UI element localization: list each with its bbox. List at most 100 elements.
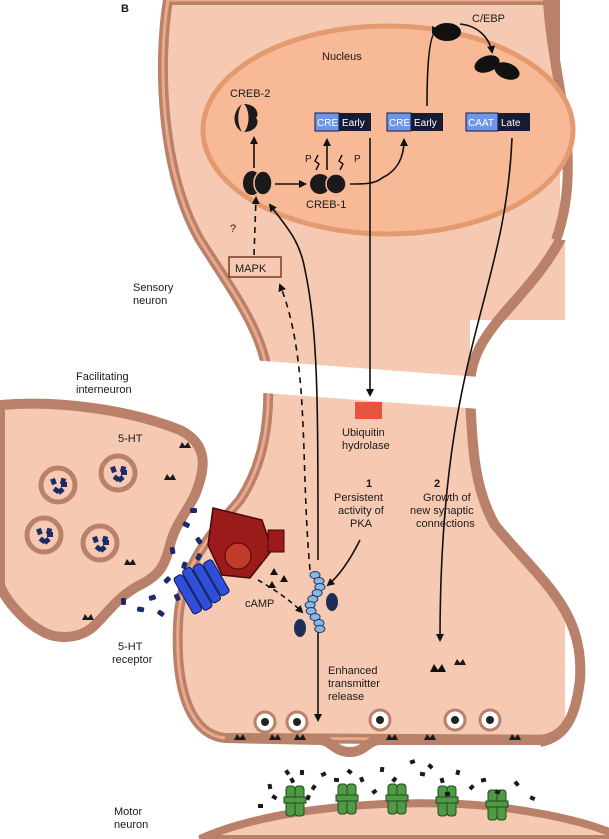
transmitter-molecule	[346, 768, 353, 775]
transmitter-molecule	[333, 777, 340, 783]
serotonin-molecule	[181, 561, 188, 570]
growth-label-2: new synaptic	[410, 505, 474, 517]
membrane-density	[424, 734, 436, 740]
serotonin-molecule	[121, 598, 126, 605]
membrane-density	[164, 474, 176, 480]
transmitter-molecule	[310, 784, 317, 791]
receptor-channel	[485, 789, 509, 821]
creb2-protein	[234, 104, 258, 132]
synaptic-vesicle	[80, 523, 120, 563]
creb2-label: CREB-2	[230, 88, 270, 100]
transmitter-molecule	[267, 783, 273, 790]
pka-label-1: Persistent	[334, 492, 383, 504]
serotonin-molecule	[173, 593, 181, 602]
step2-number: 2	[434, 478, 440, 490]
transmitter-molecule	[258, 804, 263, 808]
transmitter-molecule	[439, 777, 445, 784]
facilitating-label-2: interneuron	[76, 384, 132, 396]
panel-letter: B	[121, 3, 129, 15]
terminal-vesicle	[478, 708, 502, 732]
phospho-label-2: P	[354, 154, 361, 165]
facilitating-interneuron	[0, 398, 208, 642]
serotonin-molecule	[195, 553, 202, 561]
transmitter-molecule	[391, 776, 398, 783]
transmitter-molecule	[359, 776, 365, 783]
membrane-density	[269, 734, 281, 740]
growth-label-3: connections	[416, 518, 475, 530]
active-zone-densities	[82, 442, 521, 740]
phospho-label-1: P	[305, 154, 312, 165]
growth-label-1: Growth of	[423, 492, 472, 504]
pka-subunit	[326, 593, 338, 611]
ubiquitin-label-2: hydrolase	[342, 440, 390, 452]
transmitter-molecule	[289, 777, 296, 784]
gene-stage-label: Early	[342, 118, 365, 129]
pka-bead	[314, 625, 326, 633]
membrane-density	[234, 734, 246, 740]
creb1-label: CREB-1	[306, 199, 346, 211]
serotonin-molecule	[169, 546, 176, 555]
camp-label: cAMP	[245, 598, 274, 610]
cebp-protein	[433, 23, 520, 80]
ubiquitin-hydrolase-box	[355, 402, 382, 419]
transmitter-molecule	[529, 795, 536, 802]
cebp-label: C/EBP	[472, 13, 505, 25]
gene-stage-box	[498, 113, 530, 131]
transmitter-molecule	[284, 769, 291, 776]
transmitter-molecule	[320, 771, 327, 778]
synaptic-cleft-transmitter	[258, 759, 536, 808]
transmitter-molecule	[271, 794, 278, 801]
receptor-channel	[335, 783, 359, 815]
gene-stage-label: Early	[414, 118, 437, 129]
transmitter-molecule	[409, 759, 416, 765]
serotonin-label: 5-HT	[118, 433, 143, 445]
ubiquitin-label-1: Ubiquitin	[342, 427, 385, 439]
pka-bead	[311, 589, 323, 597]
pka-label-3: PKA	[350, 518, 373, 530]
membrane-density	[179, 442, 191, 448]
sensory-label-2: neuron	[133, 295, 167, 307]
terminal-vesicles	[253, 708, 502, 734]
serotonin-receptor	[173, 559, 230, 615]
transmitter-molecule	[468, 784, 475, 791]
serotonin-molecule	[148, 594, 157, 601]
motor-label-2: neuron	[114, 819, 148, 831]
membrane-density	[294, 734, 306, 740]
response-element-label: CRE	[389, 118, 410, 129]
serotonin-molecule	[157, 609, 165, 617]
terminal-vesicle	[443, 708, 467, 732]
creb2-dimer	[243, 170, 273, 196]
membrane-density	[82, 614, 94, 620]
transmitter-molecule	[371, 788, 378, 795]
gene-box: CRE Early	[386, 112, 443, 132]
presynaptic-membrane	[224, 733, 545, 758]
motor-label-1: Motor	[114, 806, 142, 818]
gene-box: CAAT Late	[465, 112, 530, 132]
gene-stage-label: Late	[501, 118, 521, 129]
transmitter-molecule	[455, 769, 461, 776]
response-element-label: CAAT	[468, 118, 494, 129]
interneuron-vesicles	[24, 453, 138, 563]
pka-complex	[294, 571, 338, 637]
creb1-dimer	[310, 154, 347, 195]
question-mark: ?	[230, 223, 236, 235]
serotonin-molecule	[136, 606, 145, 613]
serotonin-molecule	[163, 576, 171, 584]
pathway-arrows	[250, 23, 513, 722]
receptor-channel	[435, 785, 459, 817]
transmitter-molecule	[419, 771, 426, 777]
new-synapse-bud	[430, 664, 446, 672]
pka-subunit	[294, 619, 306, 637]
axon-break	[250, 360, 520, 412]
serotonin-molecule	[190, 508, 197, 513]
facilitating-label-1: Facilitating	[76, 371, 129, 383]
transmitter-molecule	[513, 780, 520, 787]
transmitter-molecule	[379, 766, 385, 773]
synaptic-vesicle	[24, 515, 64, 555]
terminal-vesicle	[253, 710, 277, 734]
membrane-density	[454, 659, 466, 665]
enhanced-label-2: transmitter	[328, 678, 380, 690]
gene-stage-box	[411, 113, 443, 131]
